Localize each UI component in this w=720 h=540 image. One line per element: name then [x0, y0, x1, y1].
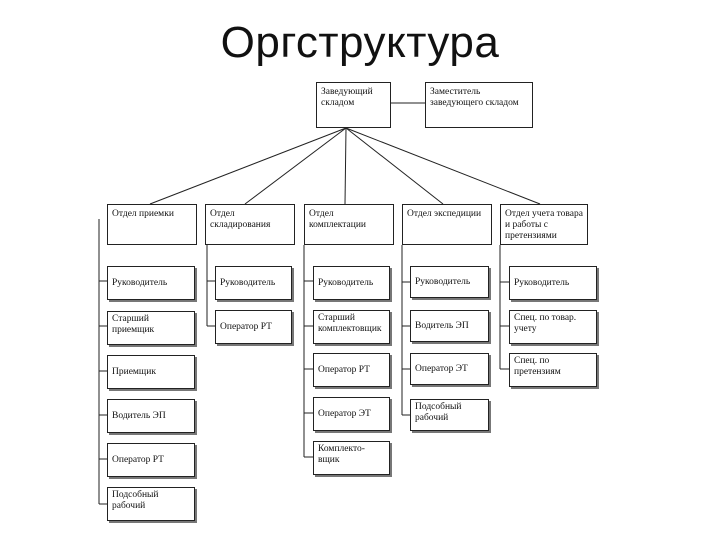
department-header-accounting: Отдел учета товара и работы с претензиям…	[500, 204, 588, 245]
staff-box: Старший комплектовщик	[313, 310, 390, 344]
department-label: Отдел складирования	[210, 209, 271, 230]
staff-box: Комплекто-вщик	[313, 441, 390, 475]
staff-box: Руководитель	[215, 266, 292, 300]
department-label: Отдел приемки	[112, 209, 174, 219]
fan-line-2	[244, 127, 347, 205]
staff-box: Подсобный рабочий	[107, 487, 195, 521]
department-label: Отдел комплектации	[309, 209, 366, 230]
staff-box: Старший приемщик	[107, 311, 195, 345]
chief-box: Заведующий складом	[316, 82, 391, 128]
chief-label: Заведующий складом	[321, 87, 373, 108]
staff-box: Руководитель	[509, 266, 597, 300]
staff-box: Руководитель	[313, 266, 390, 300]
staff-box: Оператор РТ	[215, 310, 292, 344]
staff-box: Оператор ЭТ	[313, 397, 390, 431]
staff-box: Оператор РТ	[107, 443, 195, 477]
fan-line-5	[345, 127, 541, 205]
staff-box: Оператор ЭТ	[410, 353, 489, 385]
fan-line-3	[344, 127, 347, 205]
staff-box: Приемщик	[107, 355, 195, 389]
staff-box: Подсобный рабочий	[410, 399, 489, 431]
staff-box: Водитель ЭП	[107, 399, 195, 433]
staff-box: Спец. по товар. учету	[509, 310, 597, 344]
staff-box: Руководитель	[107, 266, 195, 300]
fan-line-4	[345, 127, 444, 205]
department-label: Отдел учета товара и работы с претензиям…	[505, 209, 583, 241]
department-header-reception: Отдел приемки	[107, 204, 197, 245]
fan-line-1	[149, 127, 347, 205]
page-title: Оргструктура	[220, 18, 500, 67]
department-header-dispatch: Отдел экспедиции	[402, 204, 492, 245]
department-label: Отдел экспедиции	[407, 209, 482, 219]
staff-box: Оператор РТ	[313, 353, 390, 387]
department-header-storage: Отдел складирования	[205, 204, 295, 245]
staff-box: Водитель ЭП	[410, 310, 489, 342]
deputy-label: Заместитель заведующего складом	[430, 87, 519, 108]
staff-box: Руководитель	[410, 266, 489, 298]
department-header-picking: Отдел комплектации	[304, 204, 394, 245]
staff-box: Спец. по претензиям	[509, 353, 597, 387]
deputy-box: Заместитель заведующего складом	[425, 82, 533, 128]
